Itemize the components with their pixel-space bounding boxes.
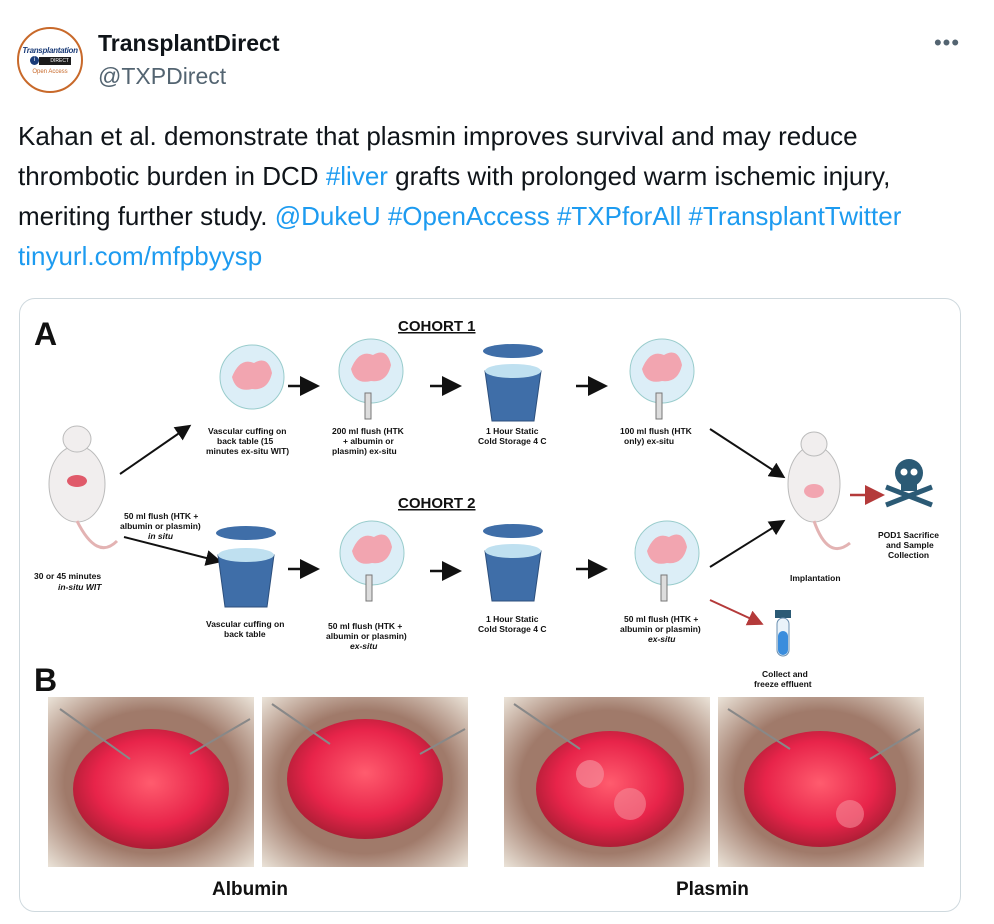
hashtag-liver[interactable]: #liver <box>325 161 388 191</box>
arrow <box>709 428 786 479</box>
arrow <box>119 424 192 475</box>
cohort1-title: COHORT 1 <box>398 318 476 335</box>
hashtag-transplanttwitter[interactable]: #TransplantTwitter <box>688 201 902 231</box>
photo-albumin-1 <box>48 697 254 867</box>
liver-syringe-icon <box>634 520 700 602</box>
more-options-icon[interactable]: ••• <box>933 30 961 55</box>
caption-albumin: Albumin <box>212 879 288 900</box>
photo-plasmin-1 <box>504 697 710 867</box>
cold-storage-bucket-icon <box>483 524 543 602</box>
liver-dish-icon <box>219 344 285 410</box>
info-icon: i <box>30 56 39 65</box>
tweet-text-part: Kahan et al. demonstrate that plasmin im… <box>18 121 858 191</box>
tweet-text-part: grafts with prolonged warm ischemic inju… <box>18 161 891 231</box>
c2-step2-label: 50 ml flush (HTK +albumin or plasmin)ex-… <box>326 621 407 651</box>
hashtag-openaccess[interactable]: #OpenAccess <box>387 201 550 231</box>
avatar-logo-text: Transplantation <box>22 46 78 55</box>
liver-syringe-icon <box>339 520 405 602</box>
panel-a-label: A <box>34 316 57 352</box>
author-name[interactable]: TransplantDirect <box>98 30 280 56</box>
liver-syringe-icon <box>629 338 695 420</box>
test-tube-icon <box>775 610 791 657</box>
skull-icon <box>885 459 933 508</box>
arrow <box>123 536 222 566</box>
c2-step4-label: 50 ml flush (HTK +albumin or plasmin)ex-… <box>620 614 701 644</box>
implantation-label: Implantation <box>790 573 841 583</box>
photo-plasmin-2 <box>718 697 924 867</box>
hashtag-txpforall[interactable]: #TXPforAll <box>556 201 682 231</box>
avatar-logo-foot: Open Access <box>32 69 68 75</box>
cold-storage-bucket-icon <box>483 344 543 422</box>
mention-dukeu[interactable]: @DukeU <box>274 201 381 231</box>
tinyurl-link[interactable]: tinyurl.com/mfpbyysp <box>18 241 263 271</box>
avatar[interactable]: Transplantation i DIRECT Open Access <box>17 27 83 93</box>
arrow <box>709 519 786 568</box>
liver-syringe-icon <box>338 338 404 420</box>
avatar-logo-sub: DIRECT <box>39 57 71 65</box>
panel-b-label: B <box>34 662 57 698</box>
author-handle[interactable]: @TXPDirect <box>98 63 227 89</box>
cold-storage-bucket-icon <box>216 526 276 608</box>
recipient-rat-icon <box>787 431 851 550</box>
donor-flush-label: 50 ml flush (HTK +albumin or plasmin)in … <box>120 511 201 541</box>
cohort2-title: COHORT 2 <box>398 495 476 512</box>
caption-plasmin: Plasmin <box>676 879 749 900</box>
tweet-text: Kahan et al. demonstrate that plasmin im… <box>18 116 978 276</box>
arrow <box>709 599 764 626</box>
photo-albumin-2 <box>262 697 468 867</box>
donor-rat-icon <box>48 425 119 550</box>
